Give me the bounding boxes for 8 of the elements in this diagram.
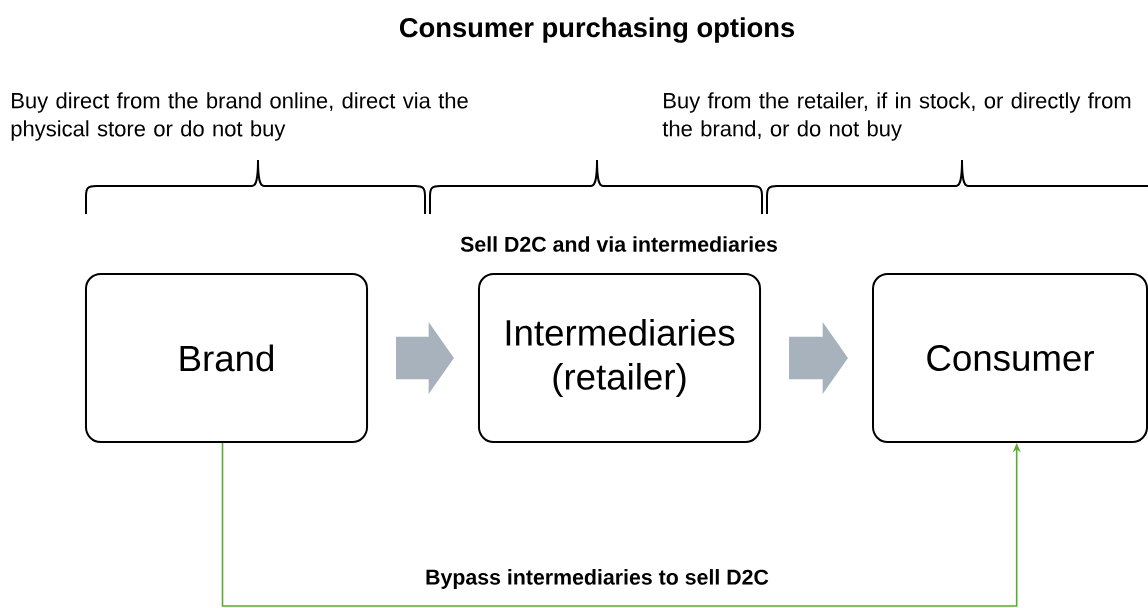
process-box: Consumer [872,273,1148,443]
edge-label: Bypass intermediaries to sell D2C [423,567,771,591]
section-label: Sell D2C and via intermediaries [460,236,777,252]
note-text: Buy direct from the brand online, direct via the physical store or do not buy [11,92,468,141]
process-box: Intermediaries (retailer) [477,273,762,443]
process-box: Brand [84,273,369,443]
title: Consumer purchasing options [399,17,795,43]
note-text: Buy from the retailer, if in stock, or directly from the brand, or do not buy [662,92,1131,141]
